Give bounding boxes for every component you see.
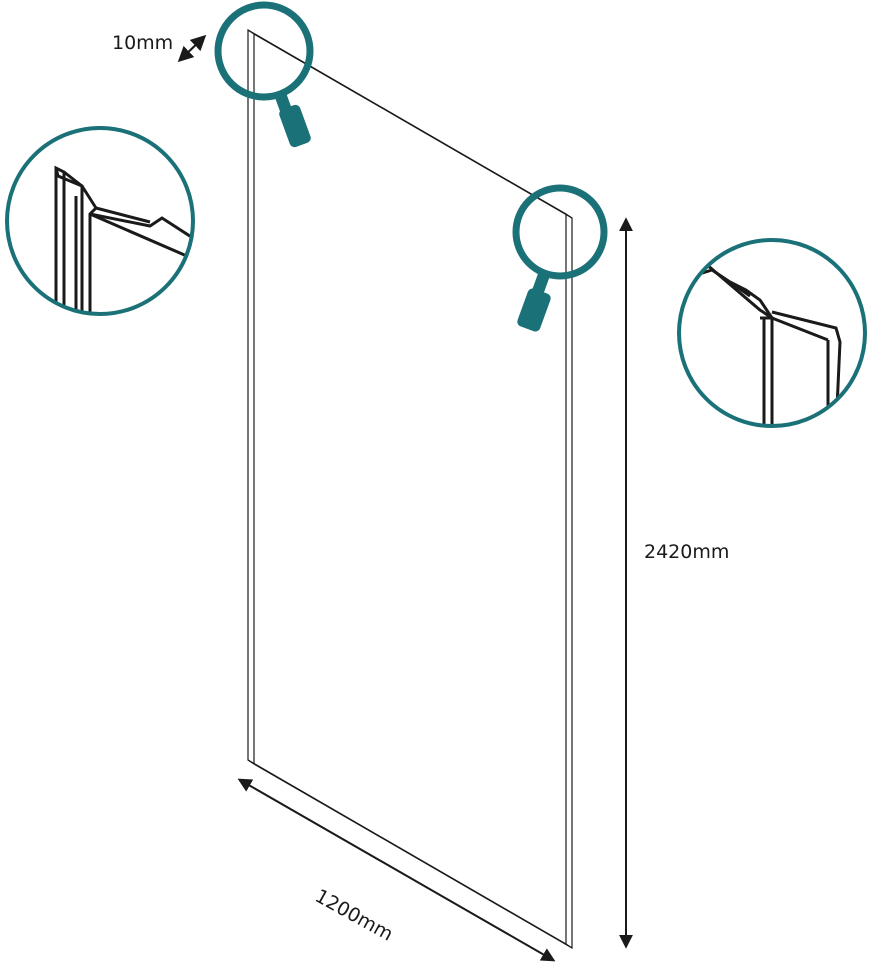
thickness-label: 10mm xyxy=(112,32,174,54)
detail-circle-right xyxy=(677,238,867,428)
thickness-arrow xyxy=(177,34,207,63)
width-arrow xyxy=(237,778,556,962)
glass-panel xyxy=(247,28,573,950)
height-label: 2420mm xyxy=(644,541,730,563)
magnifier-icon xyxy=(214,1,314,148)
detail-circle-left xyxy=(5,126,195,316)
magnifier-icon xyxy=(512,184,608,332)
